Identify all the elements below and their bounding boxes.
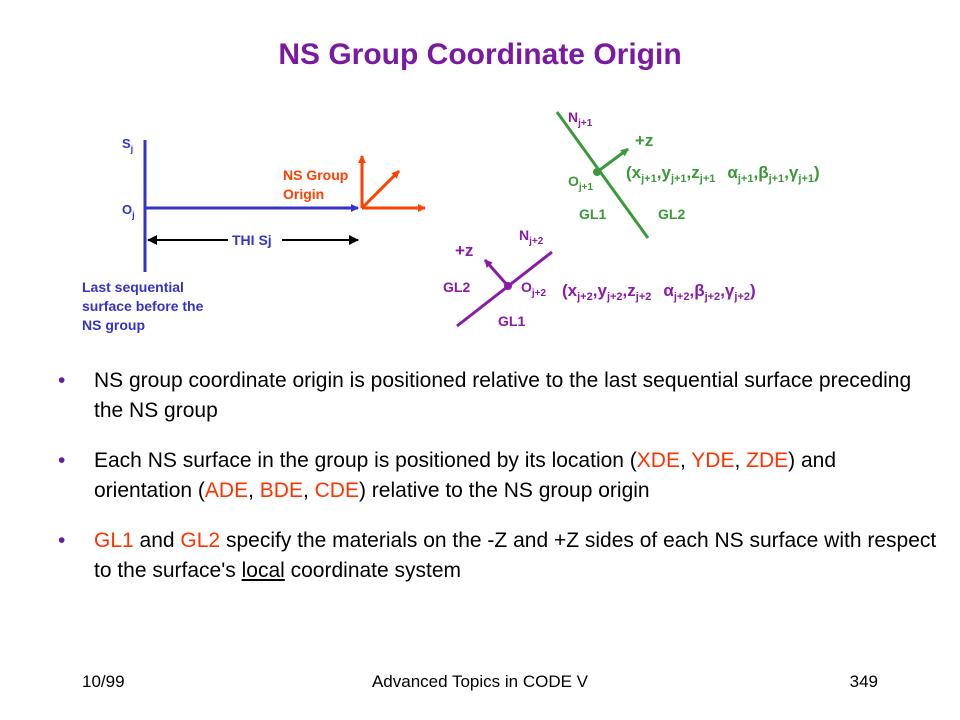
bullet-marker: •: [58, 369, 66, 392]
purple-gl2-label: GL2: [443, 279, 470, 295]
bullet-3-text-b: coordinate system: [284, 559, 462, 582]
bullet-marker: •: [58, 449, 66, 472]
oj-label: Oj: [122, 202, 135, 220]
bullet-list: • NS group coordinate origin is position…: [58, 366, 938, 606]
sj-label: Sj: [122, 136, 133, 154]
last-surface-label-2: surface before the: [82, 298, 204, 314]
yde-keyword: YDE: [691, 449, 735, 472]
bullet-3-text-a: specify the materials on the -Z and +Z s…: [94, 529, 937, 582]
bullet-item: • GL1 and GL2 specify the materials on t…: [58, 526, 938, 586]
green-o-label: Oj+1: [568, 173, 594, 193]
last-surface-label-3: NS group: [82, 317, 145, 333]
gl1-keyword: GL1: [94, 529, 134, 552]
separator: ,: [734, 449, 747, 472]
local-word: local: [241, 559, 285, 582]
purple-n-label: Nj+2: [519, 227, 544, 247]
gl2-keyword: GL2: [180, 529, 221, 552]
separator: ,: [679, 449, 692, 472]
green-origin-dot: [593, 168, 601, 176]
cde-keyword: CDE: [314, 479, 359, 502]
green-plus-z-arrow: [596, 147, 629, 174]
thi-label-bg: [228, 229, 282, 249]
origin-axis-diag: [360, 169, 401, 210]
purple-ns-surface-line: [456, 250, 553, 328]
bullet-2-text-c: ) relative to the NS group origin: [358, 479, 650, 502]
green-gl1-label: GL1: [579, 206, 606, 222]
purple-origin-dot: [504, 282, 512, 290]
and-text: and: [133, 529, 181, 552]
xde-keyword: XDE: [636, 449, 680, 472]
separator: ,: [302, 479, 315, 502]
green-gl2-label: GL2: [658, 206, 685, 222]
bullet-item: • NS group coordinate origin is position…: [58, 366, 938, 426]
zde-keyword: ZDE: [746, 449, 789, 472]
bullet-2-text-b: ) and orientation (: [94, 449, 837, 502]
bullet-marker: •: [58, 529, 66, 552]
last-surface-label-1: Last sequential: [82, 279, 184, 295]
green-ns-surface-line: [555, 111, 650, 239]
bde-keyword: BDE: [259, 479, 303, 502]
bullet-1-text: NS group coordinate origin is positioned…: [94, 369, 912, 422]
coordinate-diagram: Sj Oj NS Group Origin THI Sj Last sequen…: [82, 109, 820, 333]
footer-date: 10/99: [82, 672, 125, 691]
thi-sj-label: THI Sj: [232, 232, 272, 248]
purple-plus-z-label: +z: [455, 241, 473, 260]
ade-keyword: ADE: [204, 479, 249, 502]
separator: ,: [248, 479, 260, 502]
ns-group-origin-label-2: Origin: [283, 186, 324, 202]
footer-page-number: 349: [849, 672, 878, 691]
footer-title: Advanced Topics in CODE V: [371, 672, 589, 691]
bullet-2-text-a: Each NS surface in the group is position…: [94, 449, 637, 472]
purple-o-label: Oj+2: [521, 279, 547, 299]
bullet-item: • Each NS surface in the group is positi…: [58, 446, 938, 506]
purple-plus-z-arrow: [483, 259, 510, 287]
ns-group-origin-label-1: NS Group: [283, 167, 348, 183]
green-plus-z-label: +z: [635, 131, 653, 150]
slide-title: NS Group Coordinate Origin: [278, 38, 682, 71]
purple-gl1-label: GL1: [498, 313, 525, 329]
green-n-label: Nj+1: [568, 109, 593, 129]
